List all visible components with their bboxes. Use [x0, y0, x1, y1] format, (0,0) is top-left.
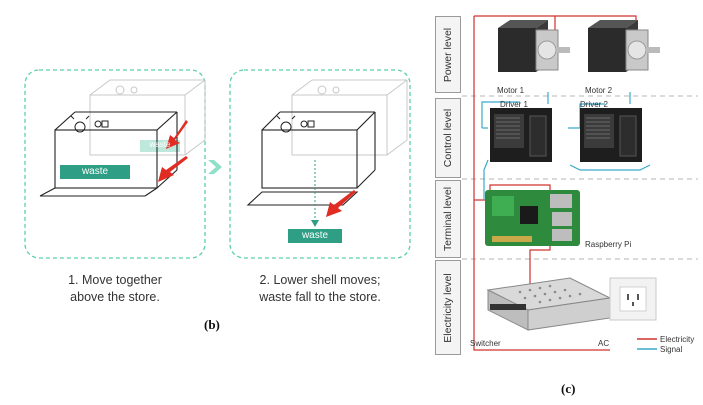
- motor-2-label: Motor 2: [585, 86, 613, 95]
- step2-lower-shell: [246, 191, 359, 206]
- step2-lamp-icon: [276, 115, 296, 133]
- step1-camera-icon: [94, 120, 109, 128]
- step1-caption-line1: 1. Move together: [68, 273, 162, 287]
- level-control: Control level: [435, 98, 461, 178]
- next-step-arrow-icon: [208, 160, 222, 174]
- panel-c-graphics: [462, 15, 698, 351]
- ac-label: AC: [598, 339, 610, 348]
- step2-drop-arrowhead: [311, 220, 319, 227]
- panel-b-tag: (b): [204, 317, 220, 332]
- step2-caption-line1: 2. Lower shell moves;: [259, 273, 381, 287]
- step2-waste-label: waste: [301, 230, 329, 241]
- driver-2-icon: [580, 108, 642, 162]
- motor-1-icon: [498, 20, 570, 72]
- level-power: Power level: [435, 16, 461, 93]
- step1-waste-label: waste: [81, 166, 109, 177]
- level-separators: [462, 95, 698, 260]
- driver-1-icon: [490, 108, 552, 162]
- step1-red-arrows: [158, 120, 188, 182]
- step1-caption: 1. Move together above the store.: [25, 272, 205, 306]
- step1-ghost-box: [89, 79, 206, 156]
- raspberry-pi-label: Raspberry Pi: [585, 240, 632, 249]
- legend-electricity-label: Electricity: [660, 335, 695, 344]
- panel-b-graphics: [24, 69, 411, 259]
- step2-waste-block: [288, 229, 342, 243]
- step2-camera-icon: [300, 120, 315, 128]
- step2-ghost-box: [291, 79, 408, 156]
- step2-caption: 2. Lower shell moves; waste fall to the …: [226, 272, 414, 306]
- step2-caption-line2: waste fall to the store.: [259, 290, 381, 304]
- switcher-label: Switcher: [470, 339, 501, 348]
- driver-1-label: Driver 1: [500, 100, 529, 109]
- raspberry-pi-icon: [485, 190, 580, 246]
- step1-ghost-waste-label: waste: [149, 140, 171, 149]
- driver-2-label: Driver 2: [580, 100, 609, 109]
- motor-2-icon: [588, 20, 660, 72]
- panel-c-tag: (c): [561, 381, 576, 396]
- level-terminal: Terminal level: [435, 180, 461, 258]
- step1-caption-line2: above the store.: [70, 290, 160, 304]
- step1-frame: [24, 69, 206, 259]
- step2-red-arrow: [326, 190, 356, 217]
- motor-1-label: Motor 1: [497, 86, 525, 95]
- step1-box: [39, 111, 178, 197]
- level-electricity: Electricity level: [435, 260, 461, 355]
- step1-lamp-icon: [70, 115, 90, 133]
- legend-signal-label: Signal: [660, 345, 683, 354]
- step1-waste-block: [60, 165, 130, 179]
- switcher-icon: [486, 277, 612, 331]
- step2-frame: [229, 69, 411, 259]
- ac-outlet-icon: [609, 277, 657, 321]
- step2-box: [261, 111, 376, 189]
